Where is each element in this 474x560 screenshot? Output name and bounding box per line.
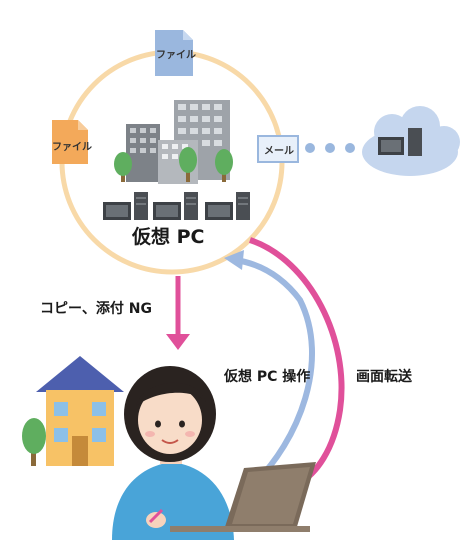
file-top-icon [155, 30, 193, 76]
file-left-label: ファイル [52, 142, 92, 153]
cloud-icon [362, 106, 460, 176]
house-icon [36, 356, 124, 466]
operation-arrow [224, 250, 315, 489]
blocked-arrow [166, 276, 190, 350]
mail-icon [257, 135, 299, 163]
file-left-icon [52, 120, 88, 164]
server-workstations-icon [103, 192, 250, 220]
connection-dots [305, 143, 355, 153]
screen-transfer-label: 画面転送 [356, 369, 412, 385]
file-top-label: ファイル [156, 50, 196, 61]
blocked-label: コピー、添付 NG [40, 301, 152, 317]
buildings-icon [126, 100, 230, 184]
mail-label: メール [264, 146, 294, 157]
tree-icon [22, 418, 46, 466]
tree-icon [114, 147, 233, 182]
operation-label: 仮想 PC 操作 [224, 369, 311, 385]
laptop-icon [170, 462, 316, 532]
person-icon [112, 366, 234, 540]
virtual-pc-label: 仮想 PC [132, 226, 205, 248]
